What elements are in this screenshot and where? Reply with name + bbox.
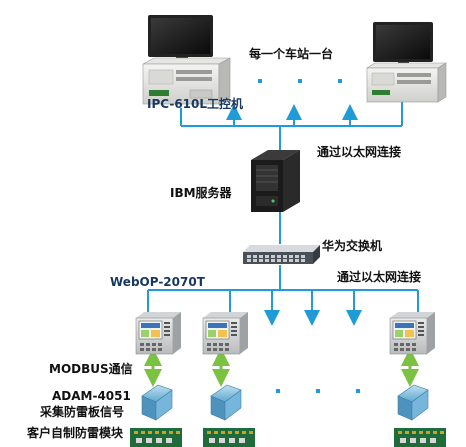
customer-board-label: 客户自制防雷模块 bbox=[27, 426, 124, 440]
hmi-touch-panel-icon bbox=[202, 312, 248, 355]
ellipsis-dot bbox=[316, 389, 320, 393]
huawei-switch-label: 华为交换机 bbox=[322, 239, 383, 253]
ellipsis-dot bbox=[356, 389, 360, 393]
lightning-protection-board-icon bbox=[130, 428, 182, 447]
webop-label: WebOP-2070T bbox=[110, 275, 205, 289]
top-ethernet-lines bbox=[180, 100, 403, 290]
adam-model-label: ADAM-4051 bbox=[52, 389, 131, 403]
ellipsis-dot bbox=[338, 79, 342, 83]
server-tower-icon bbox=[251, 150, 300, 212]
modbus-links bbox=[144, 348, 419, 387]
per-station-label: 每一个车站一台 bbox=[249, 47, 334, 61]
adam-desc-label: 采集防雷板信号 bbox=[40, 405, 125, 419]
adam-io-module-icon bbox=[210, 384, 242, 421]
monitor-icon bbox=[148, 15, 213, 64]
ethernet-top-label: 通过以太网连接 bbox=[317, 145, 402, 159]
adam-io-module-icon bbox=[397, 384, 429, 421]
ipc-label: IPC-610L工控机 bbox=[147, 97, 244, 111]
ellipsis-dot bbox=[258, 79, 262, 83]
lightning-protection-board-icon bbox=[394, 428, 446, 447]
modbus-label: MODBUS通信 bbox=[49, 362, 133, 376]
bottom-ethernet-lines bbox=[147, 289, 419, 326]
adam-io-module-icon bbox=[141, 303, 173, 421]
ibm-server-label: IBM服务器 bbox=[170, 186, 232, 200]
monitor-icon bbox=[373, 22, 433, 67]
industrial-pc-icon bbox=[142, 57, 231, 105]
ellipsis-dot bbox=[298, 79, 302, 83]
hmi-touch-panel-icon bbox=[389, 312, 435, 355]
network-switch-icon bbox=[243, 245, 320, 264]
hmi-touch-panel-icon bbox=[135, 312, 181, 355]
ellipsis-dot bbox=[276, 389, 280, 393]
ethernet-bottom-label: 通过以太网连接 bbox=[337, 270, 422, 284]
industrial-pc-icon bbox=[365, 62, 448, 103]
lightning-protection-board-icon bbox=[203, 428, 255, 447]
